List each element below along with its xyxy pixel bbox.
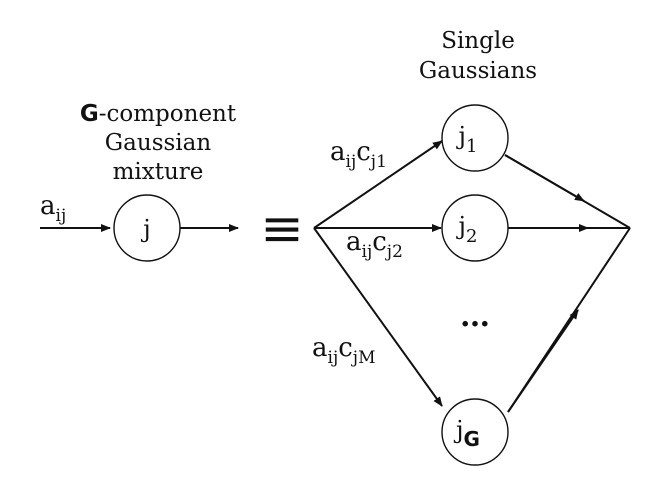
mixture-caption-line1: G-component	[80, 101, 237, 127]
mixture-caption-component: -component	[99, 101, 237, 127]
mixture-caption: G-component Gaussian mixture	[80, 101, 237, 185]
edge-label-j1: aijcj1	[330, 137, 387, 172]
equivalence-symbol: ≡	[260, 199, 304, 259]
single-gaussians-caption: Single Gaussians	[419, 28, 537, 84]
single-gaussians-caption-line1: Single	[441, 28, 515, 54]
edge-to-j1	[313, 140, 443, 229]
mixture-node-label: j	[140, 215, 150, 243]
component-node-jG-label: jG	[453, 416, 480, 451]
input-edge-label: aij	[40, 191, 66, 226]
single-gaussians-caption-line2: Gaussians	[419, 58, 537, 84]
component-node-j2: j2	[441, 194, 509, 262]
edge-to-jG	[313, 227, 443, 407]
edge-from-j1-arrow	[504, 154, 585, 202]
component-node-j1-label: j1	[456, 122, 478, 157]
component-node-jG-circle	[441, 398, 509, 466]
g-symbol: G	[80, 101, 99, 127]
mixture-caption-line2: Gaussian	[105, 130, 212, 156]
mixture-caption-line3: mixture	[113, 159, 204, 185]
component-node-j2-label: j2	[456, 212, 478, 247]
component-node-j1: j1	[441, 104, 509, 172]
ellipsis: …	[460, 299, 490, 334]
component-node-jG: jG	[441, 398, 509, 466]
component-node-j1-circle	[441, 104, 509, 172]
edge-from-jG-arrow	[507, 309, 579, 413]
edge-label-jG: aijcjM	[312, 333, 375, 368]
edge-label-j2: aijcj2	[346, 227, 403, 262]
